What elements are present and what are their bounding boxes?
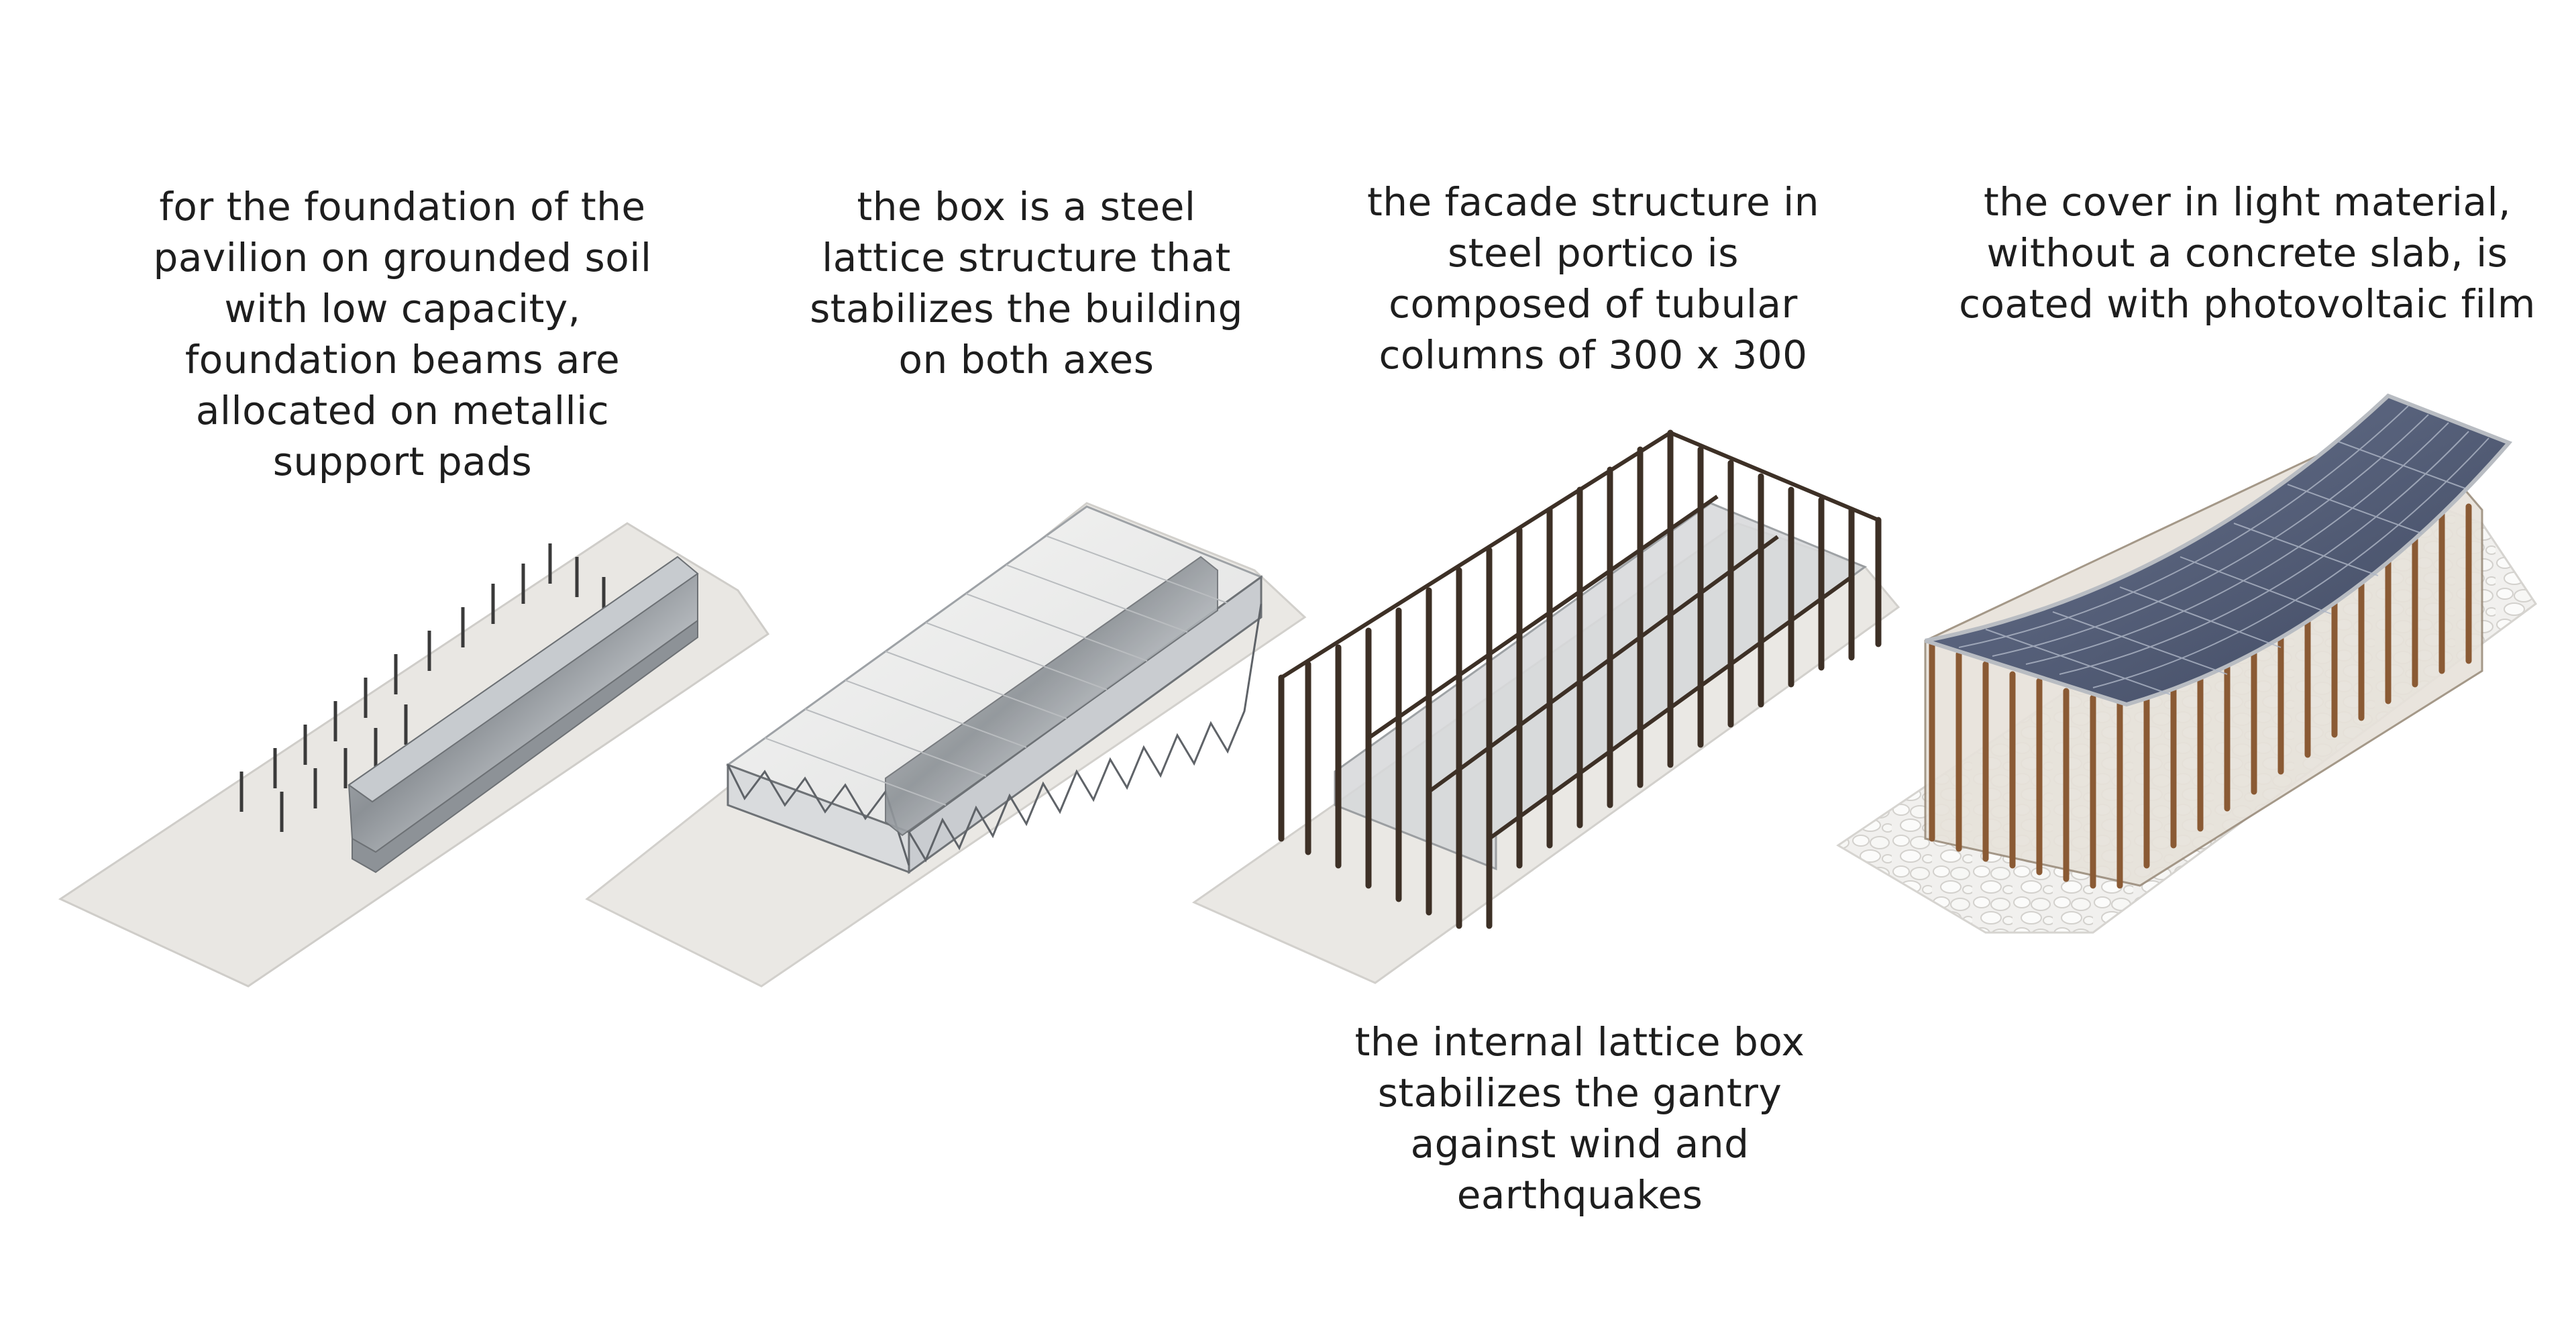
pv-grid: [1958, 405, 2489, 695]
caption-foundation: for the foundation of the pavilion on gr…: [153, 184, 652, 484]
foundation-beam-top: [347, 556, 699, 803]
lattice-truss-lines: [727, 603, 1263, 866]
step2-lattice-drawing: [585, 502, 1307, 988]
caption-facade-structure: the facade structure in steel portico is…: [1367, 179, 1819, 378]
steel-beam-2: [885, 556, 1218, 837]
step1-foundation-drawing: [58, 522, 770, 988]
step4-pavilion-drawing: [1836, 393, 2538, 934]
portico-columns: [1278, 429, 1882, 929]
step3-portico-drawing: [1191, 429, 1900, 984]
lattice-ribs: [764, 535, 1228, 806]
caption-internal-lattice: the internal lattice box stabilizes the …: [1354, 1019, 1805, 1218]
caption-lattice-box: the box is a steel lattice structure tha…: [810, 184, 1243, 382]
foundation-beam-lower: [352, 619, 698, 874]
caption-cover: the cover in light material, without a c…: [1959, 179, 2536, 327]
portico-beams: [1280, 430, 1880, 841]
